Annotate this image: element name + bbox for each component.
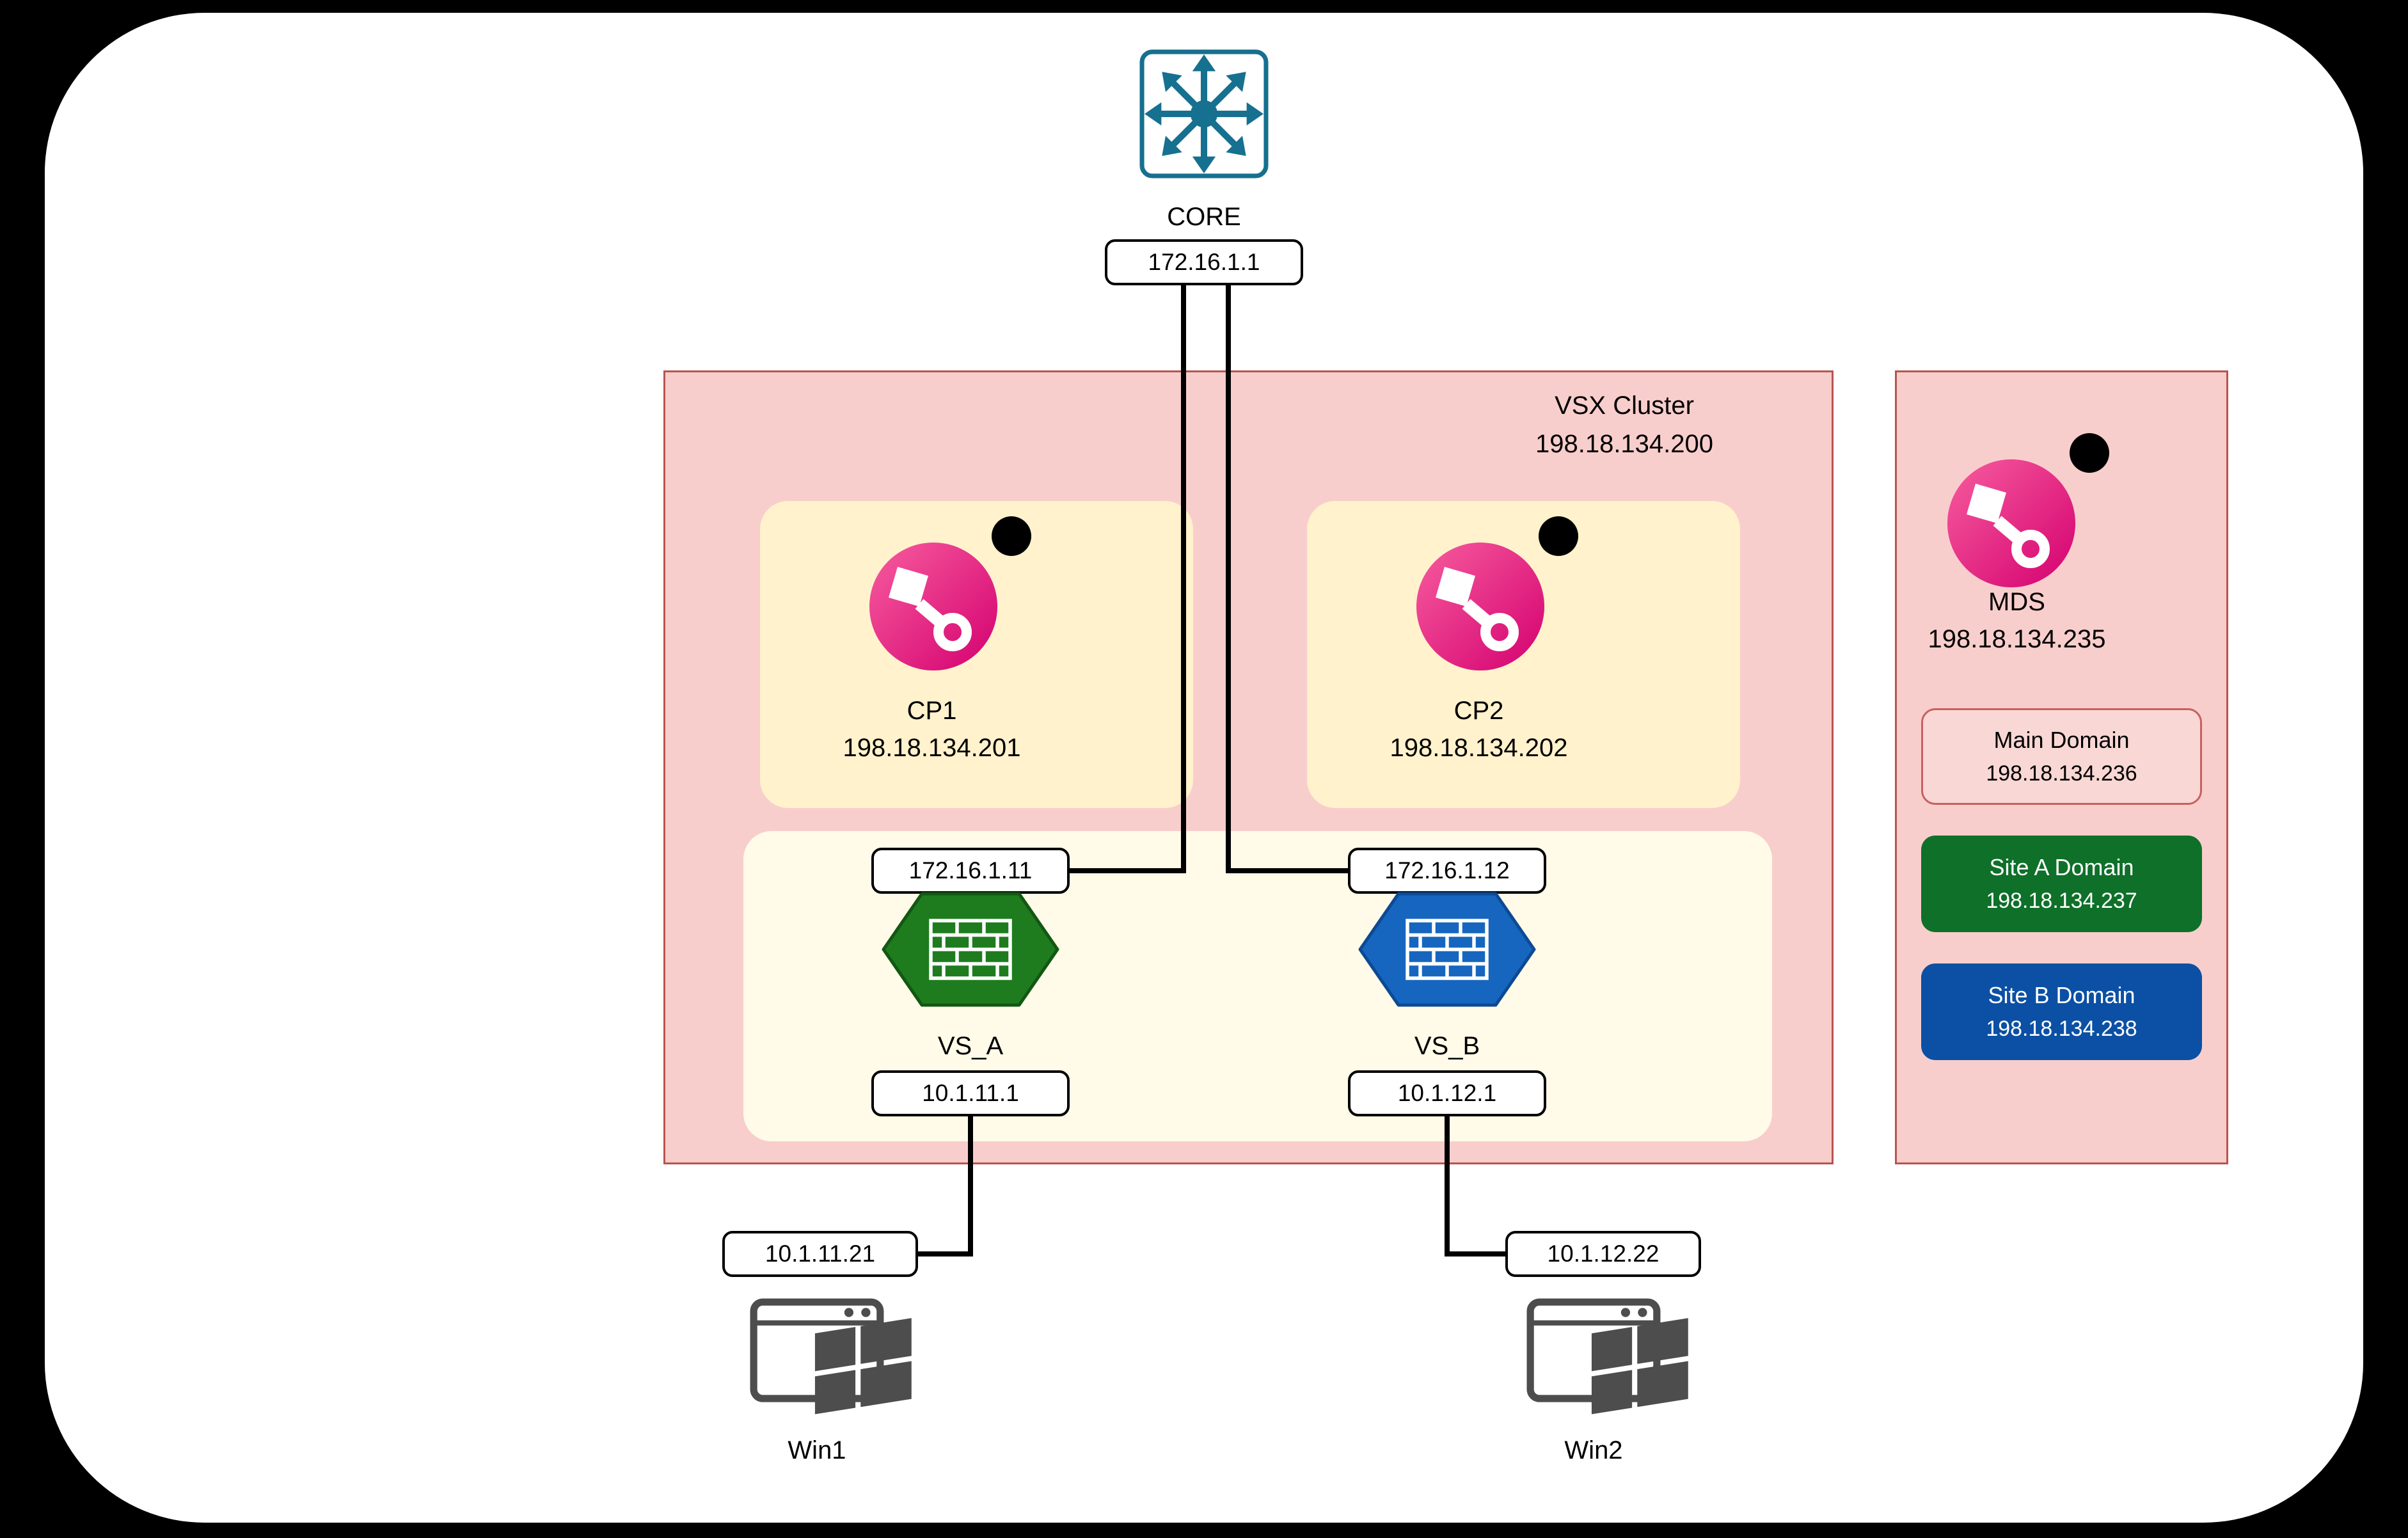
brick-pattern bbox=[929, 919, 1012, 980]
site-b-domain-ip: 198.18.134.238 bbox=[1986, 1017, 2137, 1041]
checkpoint-logo-icon bbox=[869, 516, 1031, 670]
firewall-hexagon-icon-green bbox=[882, 892, 1059, 1007]
site-b-domain-box: Site B Domain 198.18.134.238 bbox=[1921, 963, 2202, 1060]
cp1-caption: CP1 198.18.134.201 bbox=[715, 692, 1148, 766]
win1-ip-box: 10.1.11.21 bbox=[722, 1231, 918, 1277]
vsx-cluster-ip: 198.18.134.200 bbox=[1535, 430, 1714, 458]
site-a-domain-ip: 198.18.134.237 bbox=[1986, 889, 2137, 913]
vsa-north-ip-box: 172.16.1.11 bbox=[871, 848, 1070, 894]
vsb-north-ip-box: 172.16.1.12 bbox=[1348, 848, 1546, 894]
mds-ip: 198.18.134.235 bbox=[1928, 625, 2106, 653]
win1-label: Win1 bbox=[788, 1436, 846, 1464]
cp2-ip: 198.18.134.202 bbox=[1390, 734, 1568, 762]
vsa-label: VS_A bbox=[937, 1032, 1004, 1060]
windows-flag-icon bbox=[814, 1318, 912, 1415]
firewall-hexagon-icon-blue bbox=[1358, 892, 1536, 1007]
checkpoint-dot bbox=[2070, 433, 2109, 473]
windows-flag-icon bbox=[1591, 1318, 1688, 1415]
cp1-label: CP1 bbox=[907, 697, 957, 725]
main-domain-ip: 198.18.134.236 bbox=[1986, 761, 2137, 786]
windows-pc-icon bbox=[750, 1298, 912, 1415]
brick-pattern bbox=[1406, 919, 1489, 980]
checkpoint-logo-icon bbox=[1416, 516, 1578, 670]
checkpoint-dot bbox=[1539, 516, 1578, 556]
core-switch-icon bbox=[1139, 49, 1269, 178]
checkpoint-logo-icon bbox=[1947, 433, 2109, 587]
cp1-ip: 198.18.134.201 bbox=[843, 734, 1021, 762]
vsb-south-ip-box: 10.1.12.1 bbox=[1348, 1070, 1546, 1116]
site-a-domain-box: Site A Domain 198.18.134.237 bbox=[1921, 836, 2202, 932]
checkpoint-dot bbox=[992, 516, 1031, 556]
core-ip-box: 172.16.1.1 bbox=[1105, 239, 1303, 285]
cp2-node-box bbox=[1307, 501, 1740, 808]
windows-pc-icon bbox=[1526, 1298, 1688, 1415]
vsb-label: VS_B bbox=[1414, 1032, 1480, 1060]
mds-label: MDS bbox=[1988, 588, 2045, 616]
core-label: CORE bbox=[1167, 203, 1241, 231]
vsa-south-ip-box: 10.1.11.1 bbox=[871, 1070, 1070, 1116]
mds-caption: MDS 198.18.134.235 bbox=[1850, 583, 2183, 658]
cp2-label: CP2 bbox=[1454, 697, 1504, 725]
main-domain-label: Main Domain bbox=[1993, 727, 2130, 753]
main-domain-box: Main Domain 198.18.134.236 bbox=[1921, 708, 2202, 805]
site-b-domain-label: Site B Domain bbox=[1988, 982, 2135, 1008]
site-a-domain-label: Site A Domain bbox=[1989, 854, 2134, 880]
win2-label: Win2 bbox=[1564, 1436, 1623, 1464]
vsx-cluster-title: VSX Cluster 198.18.134.200 bbox=[1464, 386, 1784, 463]
cp2-caption: CP2 198.18.134.202 bbox=[1262, 692, 1695, 766]
vsx-cluster-name: VSX Cluster bbox=[1555, 392, 1694, 420]
win2-ip-box: 10.1.12.22 bbox=[1505, 1231, 1701, 1277]
